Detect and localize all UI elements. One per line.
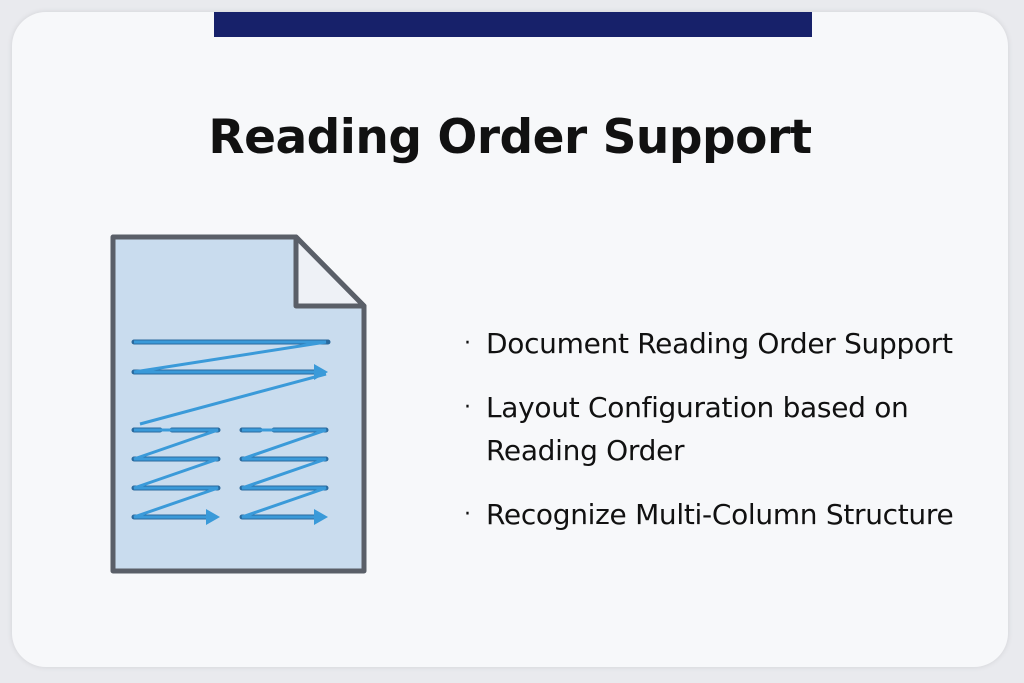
bullet-dot: · (464, 395, 471, 420)
bullet-item: · Layout Configuration based on Reading … (464, 386, 1004, 472)
bullet-item: · Document Reading Order Support (464, 322, 1004, 365)
bullet-text: Document Reading Order Support (486, 327, 953, 360)
accent-bar (214, 12, 812, 37)
slide-title: Reading Order Support (208, 110, 812, 165)
document-reading-order-icon (110, 234, 367, 574)
bullet-item: · Recognize Multi-Column Structure (464, 493, 1004, 536)
slide-card: Reading Order Support (12, 12, 1008, 667)
bullet-list: · Document Reading Order Support · Layou… (464, 322, 1004, 557)
bullet-dot: · (464, 502, 471, 527)
bullet-text: Layout Configuration based on Reading Or… (486, 391, 909, 467)
bullet-text: Recognize Multi-Column Structure (486, 498, 954, 531)
bullet-dot: · (464, 331, 471, 356)
